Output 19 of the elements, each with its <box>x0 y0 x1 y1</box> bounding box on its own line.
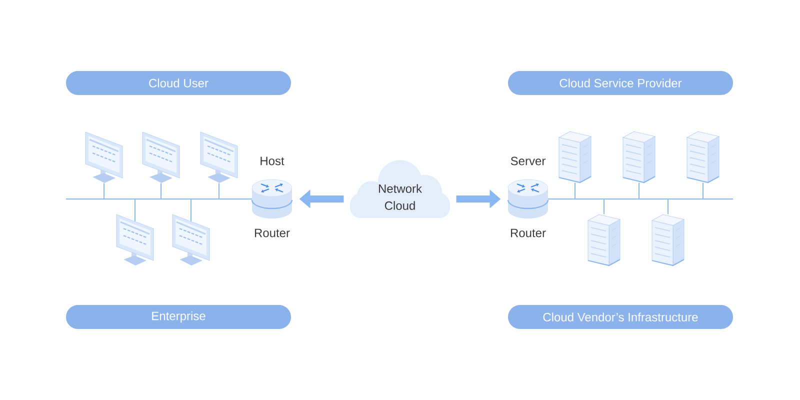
router-label: Router <box>510 228 546 238</box>
monitor-icon <box>172 214 210 266</box>
group-banner: Cloud User <box>66 71 291 95</box>
router-label: Server <box>510 156 546 166</box>
monitor-icon <box>142 132 180 183</box>
router-label: Host <box>260 156 284 166</box>
node-label: Network <box>378 184 422 193</box>
router-icon <box>251 179 293 218</box>
group-banner: Cloud Service Provider <box>508 71 733 95</box>
connector-line <box>190 198 252 222</box>
group-banner: Enterprise <box>66 305 291 329</box>
router-icon <box>507 179 549 218</box>
monitor-icon <box>85 132 123 183</box>
node-label: Cloud <box>384 201 415 210</box>
router-label: Router <box>254 228 290 238</box>
connector-line <box>548 198 668 215</box>
group-banner: Cloud Vendor’s Infrastructure <box>508 305 733 329</box>
monitor-icon <box>116 214 154 266</box>
monitor-icon <box>200 132 238 183</box>
